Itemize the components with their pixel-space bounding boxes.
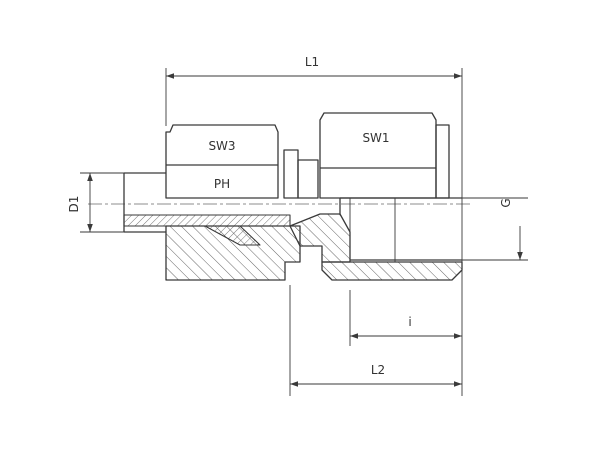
tube [123,172,291,233]
body-thread-section [321,261,463,281]
body-hex-sw1: SW1 [319,112,450,199]
d1-label: D1 [67,196,81,213]
ph-label: PH [214,177,230,191]
i-label: i [408,315,411,329]
body-neck [283,149,319,199]
dimension-i: i [350,315,462,339]
sw1-label: SW1 [362,131,389,145]
dimension-d1: D1 [67,173,93,232]
cutting-ring [204,225,261,246]
dimension-g: G [499,198,523,260]
l1-label: L1 [305,55,319,69]
dimension-l1: L1 [166,55,462,79]
dimension-l2: L2 [290,363,462,387]
body-bore [339,197,462,262]
union-nut-sw3: SW3 PH [165,124,279,199]
sw3-label: SW3 [208,139,235,153]
l2-label: L2 [371,363,385,377]
g-label: G [499,198,513,207]
